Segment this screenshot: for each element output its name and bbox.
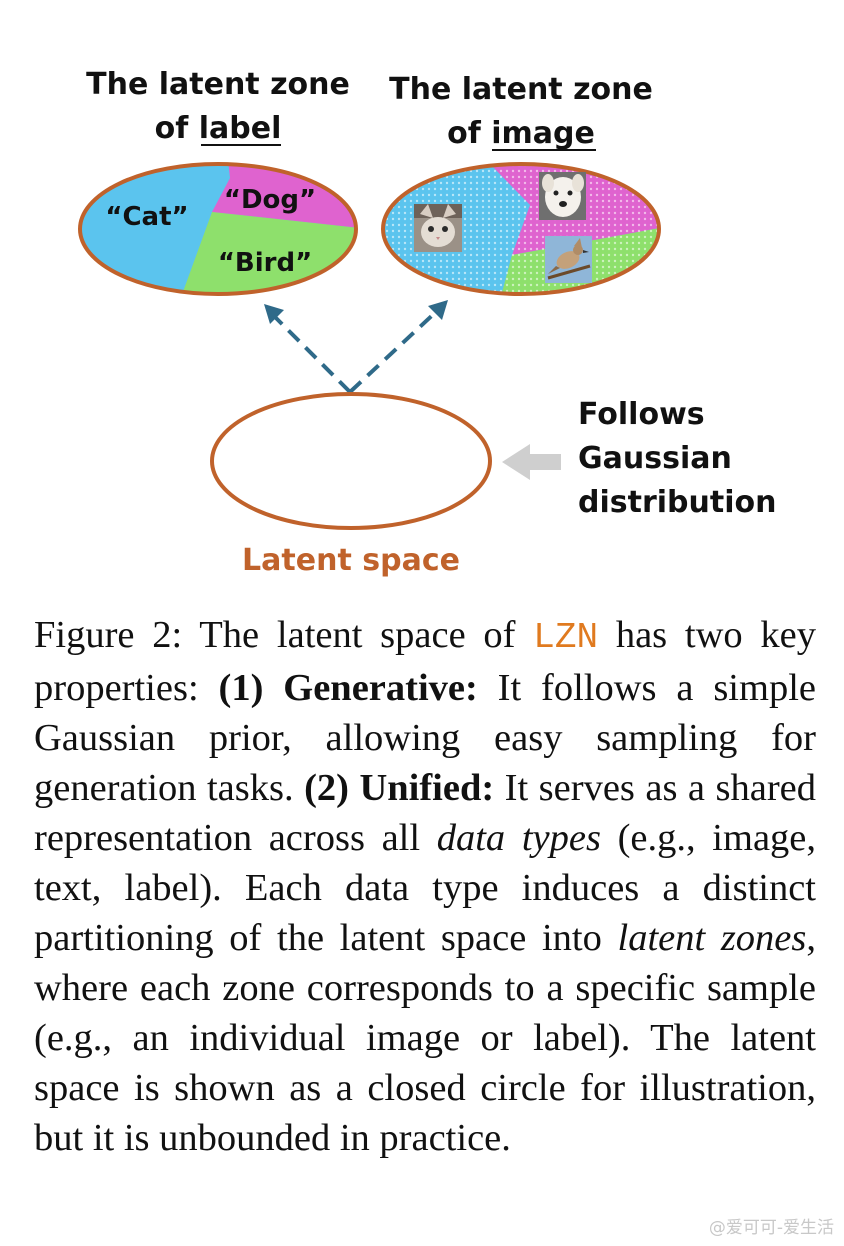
property-generative: (1) Generative: [218,667,478,709]
watermark: @爱可可-爱生活 [708,1218,834,1238]
caption-text-6: , where each zone corresponds to a speci… [34,917,816,1159]
gaussian-note-line1: Follows [578,397,705,432]
dog-label: “Dog” [224,185,316,215]
latent-space-label: Latent space [242,543,460,578]
figure-caption: Figure 2: The latent space of LZN has tw… [34,610,816,1163]
caption-text-5: (e.g., image, text, label). Each data ty… [34,817,816,959]
cat-photo-icon [414,204,462,252]
cat-label: “Cat” [105,202,188,232]
caption-text-4: It serves as a shared representation acr… [34,767,816,859]
bird-label: “Bird” [218,248,312,278]
caption-text-3: It follows a simple Gaussian prior, allo… [34,667,816,809]
gaussian-note-line3: distribution [578,485,776,520]
latent-space-diagram: The latent zone of label The latent zone… [78,67,776,578]
arrow-to-label-zone [264,304,352,394]
latent-space-ellipse [210,392,492,530]
label-zone-ellipse [78,162,358,296]
label-zone-title-line2: of label [155,111,282,146]
label-zone-title-line1: The latent zone [86,67,350,102]
image-zone-title-line1: The latent zone [389,72,653,107]
term-data-types: data types [436,817,601,859]
caption-text-1: The latent space of [182,614,534,656]
gray-arrow-icon [502,444,561,480]
caption-text-2: has two key properties: [34,614,817,709]
arrow-to-image-zone [348,300,448,394]
term-latent-zones: latent zones [617,917,807,959]
figure-number: Figure 2: [34,614,183,656]
method-name: LZN [533,617,599,658]
bird-photo-icon [545,236,592,283]
image-zone-title-line2: of image [447,116,595,151]
dog-photo-icon [539,172,586,220]
property-unified: (2) Unified: [304,767,495,809]
gaussian-note-line2: Gaussian [578,441,732,476]
